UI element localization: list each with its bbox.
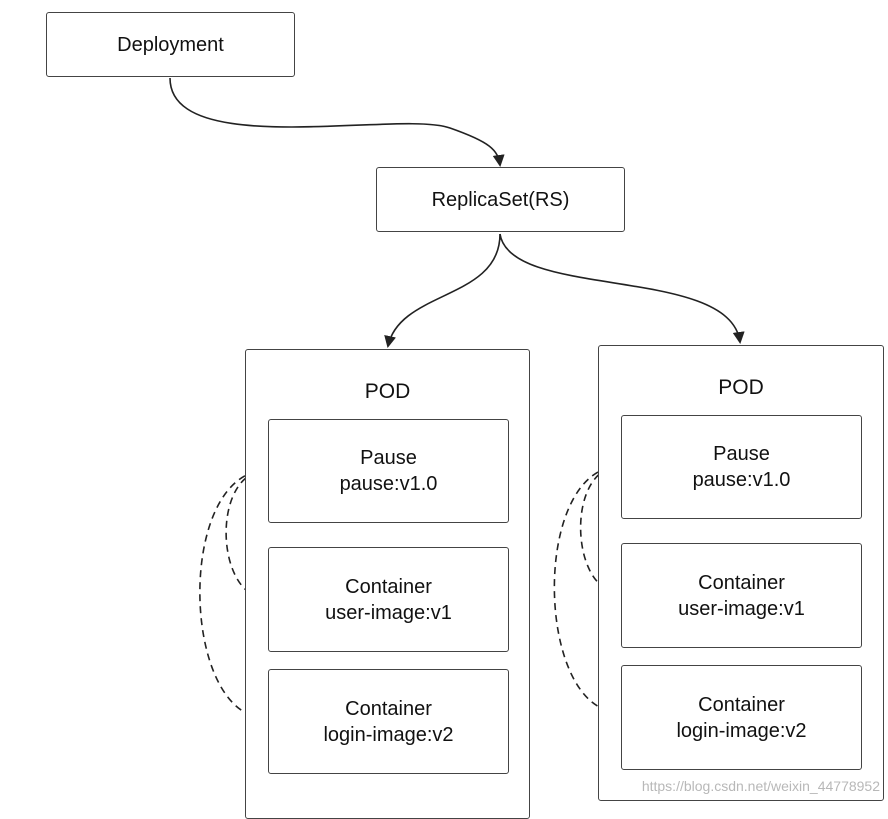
pause-container-box: Pause pause:v1.0 (621, 415, 862, 519)
container-label: Container (345, 575, 432, 598)
arrow-replicaset-to-pod-left (384, 233, 501, 348)
user-container-box: Container user-image:v1 (268, 547, 509, 652)
pod-right: POD Pause pause:v1.0 Container user-imag… (598, 345, 884, 801)
pause-label: Pause (360, 447, 417, 469)
replicaset-node: ReplicaSet(RS) (376, 167, 625, 232)
pause-label: Pause (713, 443, 770, 465)
pod-title: POD (718, 376, 764, 399)
pause-image-label: pause:v1.0 (692, 469, 791, 491)
replicaset-label: ReplicaSet(RS) (431, 188, 570, 211)
pause-container-box: Pause pause:v1.0 (268, 419, 509, 523)
container-image-label: login-image:v2 (676, 719, 807, 742)
container-image-label: user-image:v1 (678, 597, 805, 620)
pod-left: POD Pause pause:v1.0 Container user-imag… (245, 349, 530, 819)
watermark: https://blog.csdn.net/weixin_44778952 (641, 778, 880, 794)
deployment-node: Deployment (46, 12, 295, 77)
pod-title: POD (364, 380, 411, 403)
container-image-label: user-image:v1 (325, 601, 452, 624)
container-image-label: login-image:v2 (323, 723, 454, 746)
arrow-replicaset-to-pod-right (499, 233, 745, 344)
login-container-box: Container login-image:v2 (621, 665, 862, 770)
container-label: Container (345, 697, 432, 720)
container-label: Container (698, 571, 785, 594)
container-label: Container (698, 693, 785, 716)
user-container-box: Container user-image:v1 (621, 543, 862, 648)
login-container-box: Container login-image:v2 (268, 669, 509, 774)
arrow-deployment-to-replicaset (169, 77, 505, 167)
pause-image-label: pause:v1.0 (339, 473, 438, 495)
deployment-label: Deployment (117, 33, 224, 56)
